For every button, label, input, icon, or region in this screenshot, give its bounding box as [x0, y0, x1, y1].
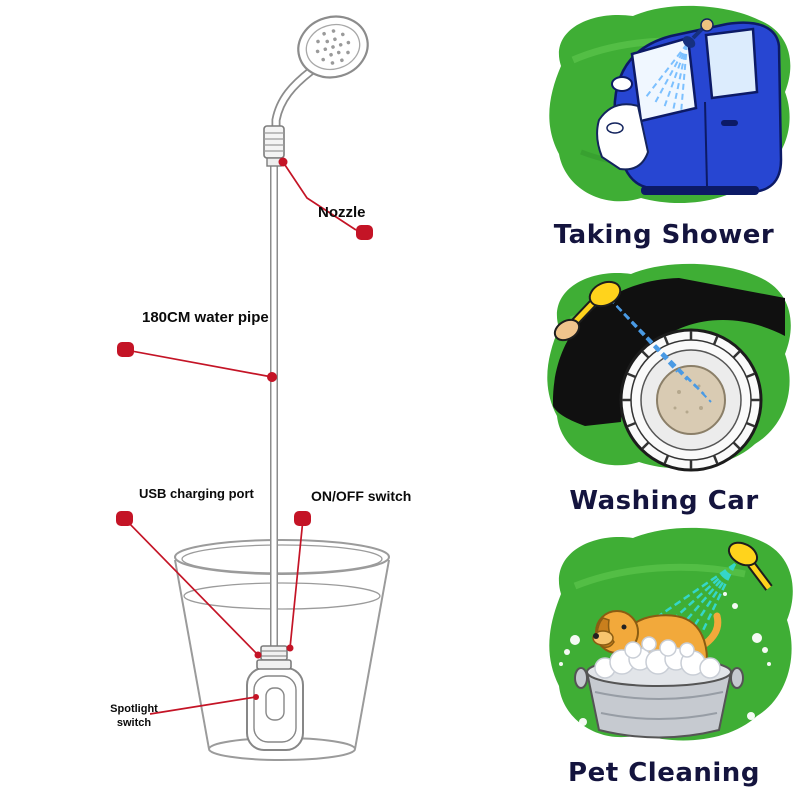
hub-texture: [673, 384, 703, 414]
callout-label-nozzle: Nozzle: [318, 204, 366, 221]
panel-caption-washing-car: Washing Car: [569, 486, 759, 516]
washing-car-illustration: [547, 263, 791, 472]
taking-shower-illustration: [549, 5, 791, 204]
callout-label-water-pipe: 180CM water pipe: [142, 309, 269, 326]
car-shower-scene: [596, 18, 783, 195]
wheel-washing-scene: [552, 278, 785, 472]
hose-connector: [263, 67, 314, 167]
shower-device-diagram: [116, 15, 390, 761]
dog-bath-scene: [559, 541, 773, 739]
shower-head: [297, 15, 369, 79]
usage-panel-pet-cleaning: Pet Cleaning: [528, 520, 800, 788]
pump-unit: [246, 667, 304, 751]
water-spray: [608, 297, 712, 403]
callout-label-on-off-switch: ON/OFF switch: [311, 488, 412, 504]
panel-caption-taking-shower: Taking Shower: [553, 220, 775, 250]
usage-panel-washing-car: Washing Car: [528, 258, 800, 516]
callout-label-usb-port: USB charging port: [139, 486, 254, 501]
callout-label-spotlight-switch: Spotlight switch: [110, 703, 158, 729]
usage-panel-taking-shower: Taking Shower: [528, 2, 800, 250]
foam: [594, 636, 721, 679]
water-spray: [645, 43, 688, 114]
pump-inlet-nut: [256, 645, 292, 670]
panel-caption-pet-cleaning: Pet Cleaning: [568, 758, 760, 788]
pet-cleaning-illustration: [549, 527, 793, 741]
tire-tread: [622, 331, 760, 469]
nozzle-holes: [315, 29, 351, 65]
callout-lines: [116, 157, 373, 715]
bubbles: [559, 592, 771, 726]
